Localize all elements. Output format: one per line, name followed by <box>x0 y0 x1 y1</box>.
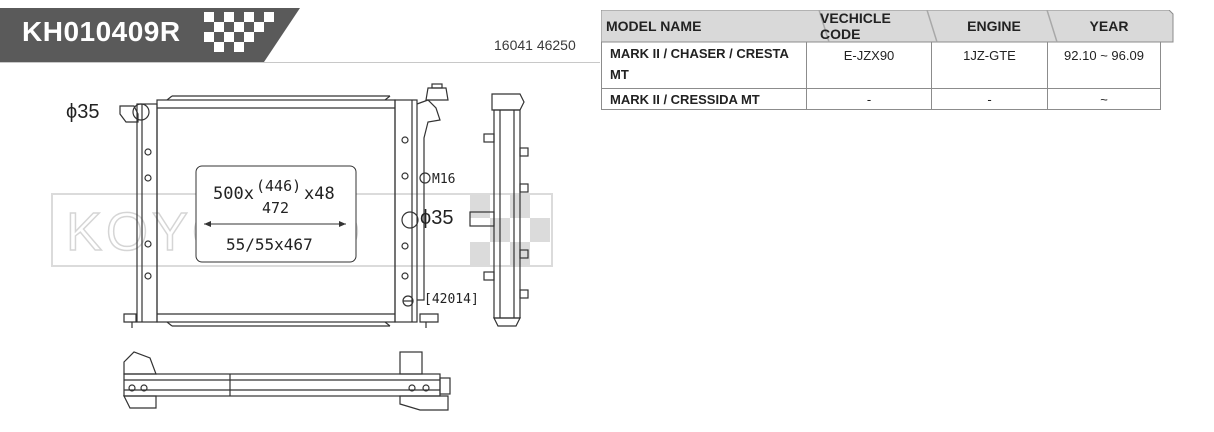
oem-number: 16041 46250 <box>494 37 576 53</box>
core-dim-main: 500x <box>213 184 254 204</box>
core-dim-tail: x48 <box>304 184 335 204</box>
table-row: MARK II / CHASER / CRESTA MT <box>602 43 810 87</box>
tank-dim: 55/55x467 <box>226 235 313 254</box>
header-year: YEAR <box>1089 18 1129 34</box>
cap-code: [42014] <box>424 292 479 307</box>
header-model-name: MODEL NAME <box>606 18 702 34</box>
model-name: MARK II / CHASER / CRESTA <box>610 46 789 61</box>
inlet-diameter: ϕ35 <box>66 101 99 123</box>
header-divider <box>0 62 600 63</box>
core-dim-bottom: 472 <box>262 199 289 217</box>
vehicle-code: - <box>866 91 872 107</box>
year-range: 92.10 ~ 96.09 <box>1064 47 1144 63</box>
table-col-divider <box>1047 42 1048 110</box>
table-header-bg <box>601 10 1174 43</box>
table-row-divider <box>601 88 1161 89</box>
table-col-divider <box>806 42 807 110</box>
model-name-suffix: MT <box>610 67 629 82</box>
table-border-left <box>601 42 602 110</box>
drain-plug-size: M16 <box>432 172 455 187</box>
checkered-flag-icon <box>204 12 274 52</box>
header-engine: ENGINE <box>967 18 1021 34</box>
engine-code: 1JZ-GTE <box>963 47 1016 63</box>
table-border-bottom <box>601 109 1161 110</box>
outlet-diameter: ϕ35 <box>420 207 453 229</box>
header-vehicle-code: VECHICLE CODE <box>820 10 891 42</box>
table-row: MARK II / CRESSIDA MT <box>602 89 810 109</box>
radiator-drawing: KOYORAD <box>51 83 553 411</box>
core-dim-top: (446) <box>256 177 301 195</box>
engine-code: - <box>987 91 992 107</box>
model-name: MARK II / CRESSIDA MT <box>610 91 760 107</box>
vehicle-code: E-JZX90 <box>843 47 895 63</box>
part-number: KH010409R <box>22 16 181 47</box>
table-border-right <box>1160 42 1161 110</box>
year-range: ~ <box>1100 91 1108 107</box>
table-col-divider <box>931 42 932 110</box>
